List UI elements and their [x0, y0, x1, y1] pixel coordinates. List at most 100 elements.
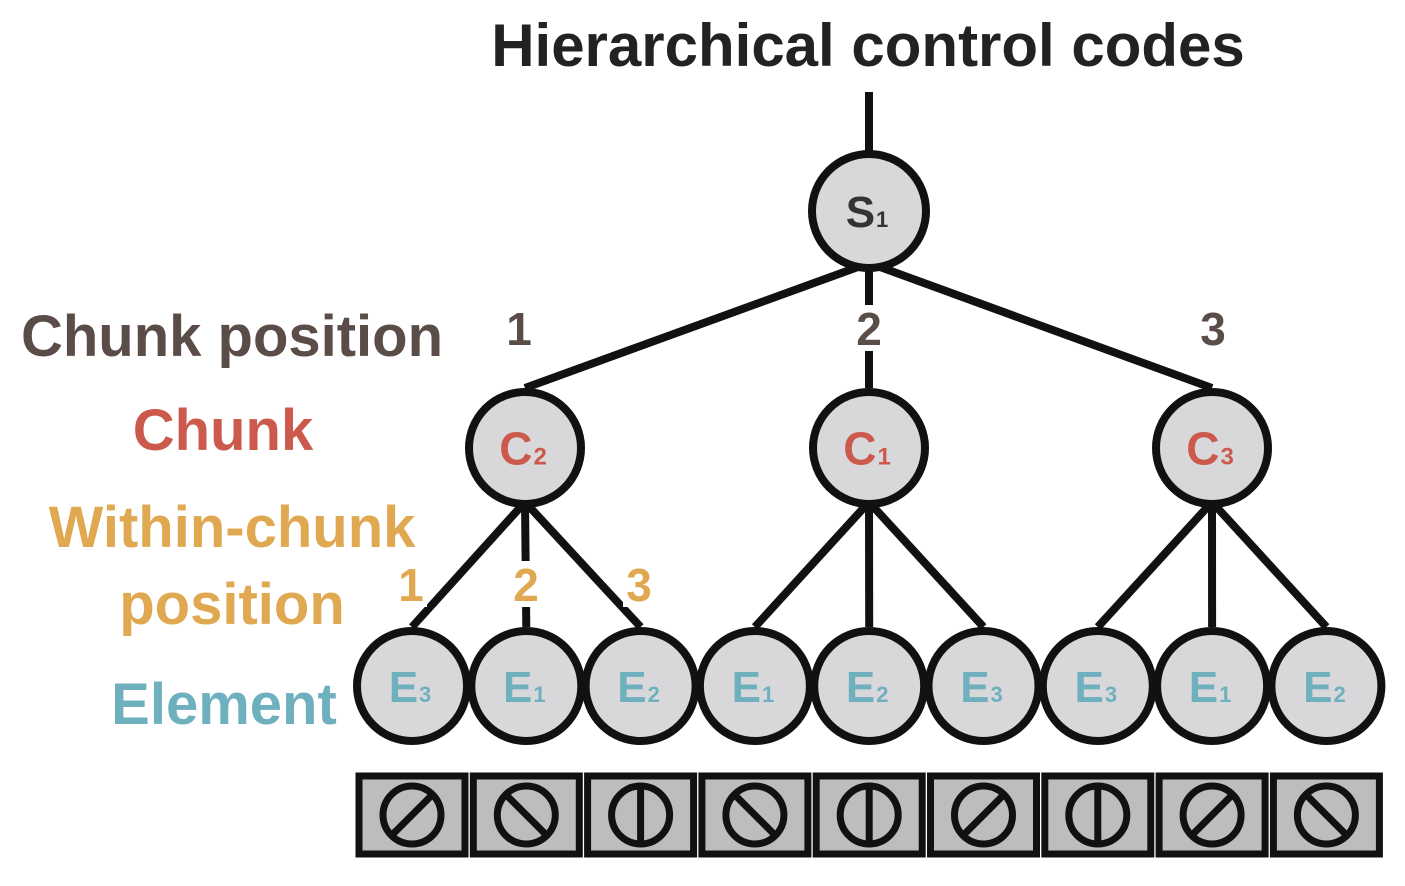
- root-node-letter: S: [846, 188, 875, 237]
- stimulus-slash-back-icon: [731, 791, 779, 839]
- root-to-chunk-edge-3: [867, 259, 1214, 392]
- chunk-1-to-element-edge-3: [522, 499, 644, 630]
- diagram-title: Hierarchical control codes: [491, 12, 1245, 79]
- element-node-9-letter: E: [1303, 663, 1332, 712]
- stimulus-box-4: [698, 772, 812, 858]
- element-node-4-subscript: 1: [762, 682, 774, 707]
- chunk-node-1-letter: C: [499, 423, 532, 475]
- element-node-4-circle: [695, 627, 814, 745]
- stimulus-box-8: [1155, 772, 1269, 858]
- chunk-1-to-element-edge-1: [409, 499, 528, 630]
- chunk-node-2-circle: [809, 388, 929, 508]
- stimulus-box-3: [584, 772, 698, 858]
- element-node-8: E1: [1153, 627, 1272, 745]
- stimulus-slash-back-icon: [1303, 791, 1350, 839]
- stimulus-box-2: [469, 772, 583, 858]
- element-node-3-symbol: E2: [617, 663, 660, 712]
- chunk-node-2: C1: [809, 388, 929, 508]
- element-node-8-subscript: 1: [1219, 682, 1231, 707]
- element-node-6-subscript: 3: [991, 682, 1003, 707]
- stimulus-ring: [1293, 782, 1359, 848]
- chunk-node-1-subscript: 2: [533, 444, 546, 471]
- element-node-9-circle: [1267, 627, 1386, 745]
- stimulus-slash-forward-icon: [388, 791, 436, 839]
- chunk-position-number-1-backdrop: [503, 305, 535, 351]
- stimulus-box-5: [812, 772, 926, 858]
- root-node-circle: [808, 150, 930, 272]
- element-node-4-letter: E: [732, 663, 761, 712]
- stimulus-box-1: [355, 772, 469, 858]
- element-node-3-letter: E: [617, 663, 646, 712]
- root-node-subscript: 1: [876, 207, 888, 232]
- chunk-node-1-symbol: C2: [499, 423, 547, 475]
- element-node-9: E2: [1267, 627, 1386, 745]
- element-node-5: E2: [810, 627, 929, 745]
- chunk-position-number-2: 2: [856, 303, 882, 355]
- within-chunk-position-number-1: 1: [398, 559, 424, 611]
- element-node-5-letter: E: [846, 663, 875, 712]
- element-node-2-circle: [467, 627, 586, 745]
- chunk-node-3: C3: [1152, 388, 1272, 508]
- element-node-7-letter: E: [1074, 663, 1103, 712]
- element-node-5-circle: [810, 627, 929, 745]
- element-node-7-subscript: 3: [1105, 682, 1117, 707]
- stimulus-box-9: [1269, 772, 1383, 858]
- stimulus-ring: [722, 782, 788, 848]
- element-node-2: E1: [467, 627, 586, 745]
- element-node-1-letter: E: [389, 663, 418, 712]
- stimulus-ring: [951, 782, 1016, 848]
- chunk-node-3-subscript: 3: [1220, 444, 1233, 471]
- chunk-2-to-element-edge-3: [866, 499, 987, 630]
- root-node-symbol: S1: [846, 188, 889, 237]
- within-chunk-label-line2: position: [119, 572, 345, 637]
- element-node-9-symbol: E2: [1303, 663, 1346, 712]
- element-label: Element: [111, 672, 337, 737]
- chunk-position-number-2-backdrop: [853, 305, 885, 351]
- chunk-node-3-letter: C: [1186, 423, 1219, 475]
- element-node-7-symbol: E3: [1074, 663, 1117, 712]
- stimulus-ring: [1179, 782, 1245, 848]
- element-node-2-symbol: E1: [503, 663, 546, 712]
- element-node-2-subscript: 1: [533, 682, 545, 707]
- chunk-node-3-circle: [1152, 388, 1272, 508]
- element-node-6-symbol: E3: [960, 663, 1003, 712]
- chunk-label: Chunk: [133, 398, 314, 463]
- root-node: S1: [808, 150, 930, 272]
- chunk-3-to-element-edge-3: [1209, 499, 1330, 630]
- element-node-1-circle: [353, 627, 471, 745]
- element-node-6: E3: [924, 627, 1043, 745]
- chunk-position-number-1: 1: [506, 303, 532, 355]
- within-chunk-position-number-2-backdrop: [510, 561, 542, 607]
- within-chunk-position-number-3-backdrop: [623, 561, 655, 607]
- stimulus-ring: [379, 782, 445, 848]
- stimulus-ring: [493, 782, 559, 848]
- chunk-position-number-3-backdrop: [1197, 305, 1229, 351]
- element-node-9-subscript: 2: [1333, 682, 1345, 707]
- element-node-3-subscript: 2: [648, 682, 660, 707]
- within-chunk-position-number-2: 2: [513, 559, 539, 611]
- chunk-2-to-element-edge-1: [751, 499, 872, 630]
- stimulus-slash-forward-icon: [1188, 791, 1236, 839]
- element-node-1-symbol: E3: [389, 663, 432, 712]
- element-node-2-letter: E: [503, 663, 532, 712]
- stimulus-slash-forward-icon: [960, 791, 1007, 839]
- chunk-node-2-letter: C: [843, 423, 876, 475]
- chunk-3-to-element-edge-1: [1094, 499, 1215, 630]
- element-node-1-subscript: 3: [419, 682, 431, 707]
- stimulus-slash-back-icon: [502, 791, 550, 839]
- element-node-8-letter: E: [1189, 663, 1218, 712]
- chunk-position-number-3: 3: [1200, 303, 1226, 355]
- stimulus-row: [355, 772, 1383, 858]
- element-node-8-symbol: E1: [1189, 663, 1232, 712]
- element-node-3-circle: [581, 627, 700, 745]
- element-node-6-letter: E: [960, 663, 989, 712]
- root-to-chunk-edge-1: [523, 259, 871, 392]
- stimulus-box-7: [1041, 772, 1155, 858]
- element-node-5-symbol: E2: [846, 663, 889, 712]
- within-chunk-label-line1: Within-chunk: [49, 495, 416, 560]
- chunk-node-1-circle: [465, 388, 585, 508]
- element-node-1: E3: [353, 627, 471, 745]
- element-node-4-symbol: E1: [732, 663, 775, 712]
